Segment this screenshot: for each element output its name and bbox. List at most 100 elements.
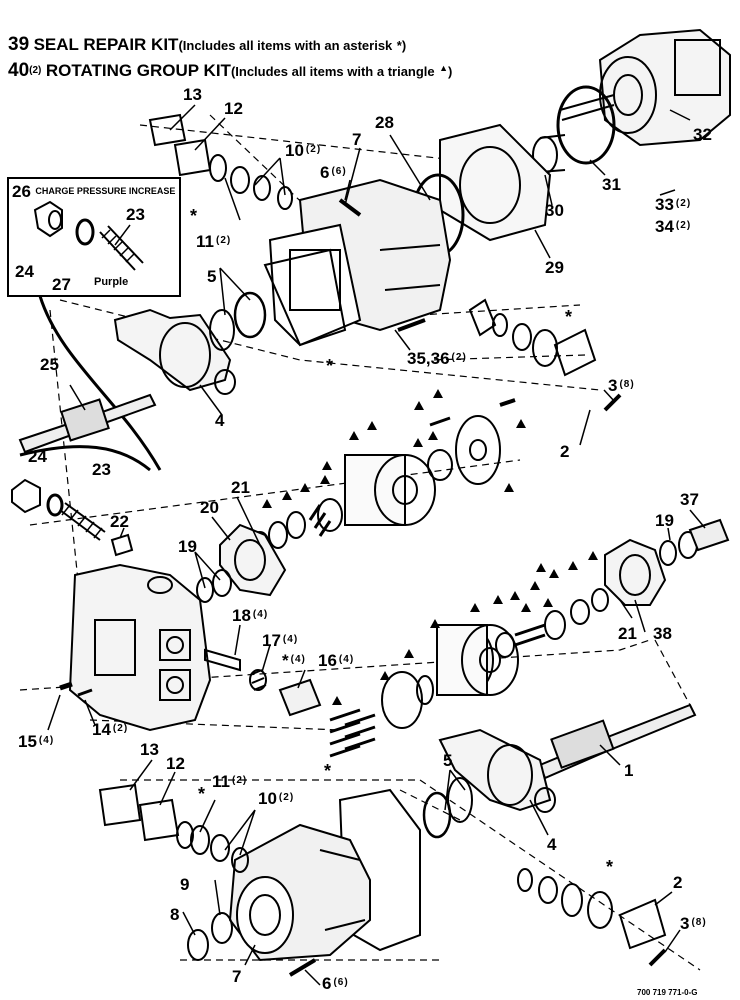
callout-number: 17 (262, 631, 281, 650)
rotating-kit-mark: ▲ (439, 63, 449, 73)
purple-note: Purple (94, 276, 129, 288)
callout-number: 12 (166, 754, 185, 773)
callout-24: 24 (28, 448, 49, 465)
seal-19b (659, 540, 677, 566)
plate-38 (604, 538, 667, 606)
callout-number: 21 (618, 624, 637, 643)
callout-qty: (4) (338, 654, 355, 665)
rotating-kit-number: 40 (8, 60, 30, 81)
rotating-group-kit-title: 40(2) ROTATING GROUP KIT(Includes all it… (8, 60, 452, 82)
charge-pressure-inset-box (7, 177, 181, 297)
seal-19a (196, 577, 214, 603)
inset-number: 26 (12, 182, 31, 201)
callout-6-bottom: 6(6) (322, 975, 349, 992)
callout-number: 12 (224, 99, 243, 118)
callout-1: 1 (624, 762, 635, 779)
gasket-13b (98, 783, 142, 827)
callout-qty: (2) (215, 235, 232, 246)
callout-12-bottom: 12 (166, 755, 187, 772)
inset-title: 26 CHARGE PRESSURE INCREASE (12, 183, 175, 201)
callout-number: 1 (624, 761, 634, 780)
callout-number: 18 (232, 606, 251, 625)
callout-12: 12 (224, 100, 245, 117)
seal-kit-close: ) (401, 38, 407, 53)
callout-11: 11(2) (196, 233, 231, 250)
inset-parts (33, 200, 144, 271)
callout-number: 7 (232, 967, 242, 986)
callout-33: 33(2) (655, 196, 691, 213)
fitting-24b (11, 478, 106, 541)
callout-qty: (2) (675, 198, 692, 209)
rotating-group-top (250, 398, 516, 559)
swashplate-4a (113, 308, 236, 395)
callout-17: 17(4) (262, 632, 298, 649)
callout-10-bottom: 10(2) (258, 790, 294, 807)
assembly-axis-lines (19, 114, 701, 971)
callout-qty: (2) (278, 792, 295, 803)
callout-number: 8 (170, 905, 180, 924)
callout-qty: (2) (451, 352, 467, 363)
callout-qty: (8) (619, 379, 635, 390)
callout-number: 19 (655, 511, 674, 530)
callout-2: 2 (560, 443, 571, 460)
seal-kit-name: SEAL REPAIR KIT (33, 35, 179, 54)
callout-number: 3 (608, 376, 618, 395)
callout-6: 6(6) (320, 164, 347, 181)
document-number: 700 719 771-0-G (637, 988, 698, 997)
callout-38: 38 (653, 625, 674, 642)
o-ring-31 (556, 85, 616, 165)
rear-seal-pack-top (397, 298, 597, 377)
bearing-5b (447, 777, 473, 823)
plug-22 (110, 533, 134, 557)
seal-11b (176, 821, 194, 849)
bearing-10b (231, 847, 249, 873)
callout-3-bottom: 3(8) (680, 915, 707, 932)
center-block (68, 563, 212, 732)
rear-seal-pack-bottom (517, 868, 667, 950)
callout-number: 35,36 (407, 349, 450, 368)
bolt-6b (288, 958, 317, 977)
callout-11-bottom: 11(2) (212, 773, 247, 790)
svg-text:*: * (565, 307, 572, 327)
callout-number: 2 (673, 873, 683, 892)
callout-number: 6 (320, 163, 330, 182)
callout-number: 21 (231, 478, 250, 497)
svg-text:*: * (324, 761, 331, 781)
callout-number: 14 (92, 720, 111, 739)
callout-28: 28 (375, 114, 396, 131)
callout-number: 24 (15, 262, 34, 281)
callout-9: 9 (180, 876, 191, 893)
callout-number: 29 (545, 258, 564, 277)
asterisk-markers: * * * * * * (190, 206, 613, 877)
callout-number: 11 (196, 232, 214, 251)
callout-13: 13 (183, 86, 204, 103)
callout-number: 4 (215, 411, 225, 430)
callout-number: 28 (375, 113, 394, 132)
callout-number: 5 (207, 267, 217, 286)
callout-number: 10 (285, 141, 304, 160)
callout-4-bottom: 4 (547, 836, 558, 853)
callout-24-inset: 24 (15, 263, 36, 280)
seal-kit-number: 39 (8, 34, 30, 55)
callout-qty: (2) (675, 220, 692, 231)
motor-housing-top (559, 28, 731, 147)
callout-3: 3(8) (608, 377, 635, 394)
callout-number: 13 (140, 740, 159, 759)
callout-21: 21 (231, 479, 252, 496)
callout-23-inset: 23 (126, 206, 147, 223)
callout-number: 19 (178, 537, 197, 556)
callout-30: 30 (545, 202, 566, 219)
rotating-kit-note: (Includes all items with a triangle (230, 64, 435, 79)
callout-16: 16(4) (318, 652, 354, 669)
callout-7: 7 (352, 131, 363, 148)
svg-text:*: * (198, 784, 205, 804)
callout-qty: (6) (333, 977, 349, 988)
callout-10: 10(2) (285, 142, 321, 159)
callout-7-bottom: 7 (232, 968, 243, 985)
callout-number: 23 (126, 205, 145, 224)
callout-19-right: 19 (655, 512, 676, 529)
bolt-6a (338, 198, 362, 217)
callout-20: 20 (200, 499, 221, 516)
callout-35-36: 35,36(2) (407, 350, 467, 367)
